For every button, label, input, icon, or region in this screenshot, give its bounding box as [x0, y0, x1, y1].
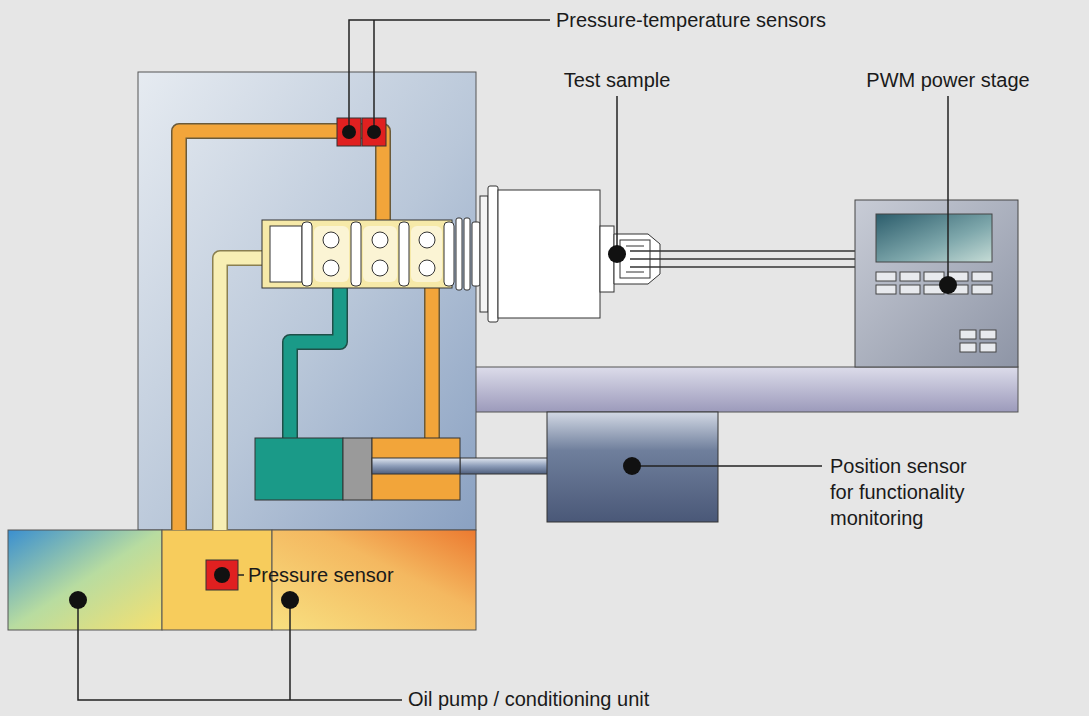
leader-line — [947, 96, 949, 285]
pwm-power-stage — [876, 214, 992, 262]
hydraulic-cylinder — [372, 458, 548, 474]
hydraulic-cylinder — [255, 438, 548, 500]
signal-wire — [630, 250, 855, 252]
leader-line — [289, 600, 291, 700]
callout-label: Oil pump / conditioning unit — [408, 686, 649, 712]
hydraulic-cylinder — [372, 458, 460, 474]
callout-dot — [281, 591, 299, 609]
solenoid-test-sample — [626, 246, 644, 247]
callout-dot — [214, 567, 230, 583]
leader-line — [78, 20, 948, 700]
pwm-power-stage — [855, 200, 1018, 367]
oil-pipe — [424, 286, 440, 440]
pwm-power-stage — [960, 343, 976, 352]
valve-spool — [464, 218, 470, 290]
hydraulic-cylinder — [372, 438, 460, 500]
leader-line — [616, 96, 618, 254]
callout-dot — [623, 457, 641, 475]
oil-pipe — [290, 286, 340, 440]
hydraulic-cylinder — [255, 438, 343, 500]
valve-spool — [419, 260, 435, 276]
callout-dot — [367, 125, 381, 139]
pwm-power-stage — [900, 285, 920, 294]
signal-wire — [630, 251, 855, 267]
solenoid-test-sample — [488, 186, 498, 322]
signal-wire — [630, 258, 855, 260]
valve-spool — [363, 226, 397, 282]
position-sensor — [547, 412, 718, 522]
oil-pump-unit — [8, 530, 162, 630]
pwm-power-stage — [900, 272, 920, 281]
leader-line — [373, 20, 375, 132]
base-rail — [470, 367, 1018, 412]
leader-line — [349, 20, 550, 132]
callout-label: Position sensor for functionality monito… — [830, 453, 990, 531]
valve-spool — [323, 260, 339, 276]
pwm-power-stage — [972, 285, 992, 294]
valve-spool — [270, 226, 302, 282]
oil-pipe — [290, 286, 340, 440]
valve-spool — [472, 222, 480, 286]
valve-spool — [323, 232, 339, 248]
manifold-block — [138, 72, 476, 530]
hydraulic-cylinder — [343, 438, 372, 500]
leader-line — [78, 600, 402, 700]
callout-dot — [342, 125, 356, 139]
valve-spool — [456, 218, 462, 290]
signal-wire — [630, 266, 855, 268]
position-sensor — [547, 412, 718, 522]
solenoid-test-sample — [480, 186, 660, 322]
oil-pipe — [179, 131, 383, 530]
valve-spool — [444, 222, 454, 286]
leader-line — [632, 465, 822, 467]
pwm-power-stage — [980, 330, 996, 339]
callout-label: PWM power stage — [866, 67, 1029, 93]
valve-spool — [419, 232, 435, 248]
valve-spool — [314, 226, 349, 282]
sensor-square — [206, 118, 386, 590]
pwm-power-stage — [980, 343, 996, 352]
callout-dot — [608, 245, 626, 263]
callout-dot — [69, 591, 87, 609]
callout-dot — [939, 276, 957, 294]
pwm-power-stage — [960, 330, 976, 339]
solenoid-test-sample — [498, 190, 600, 318]
base-rail — [470, 367, 1018, 412]
callout-label: Pressure sensor — [248, 562, 394, 588]
pwm-power-stage — [972, 272, 992, 281]
valve-spool — [262, 220, 452, 288]
valve-spool — [399, 222, 409, 286]
valve-spool — [302, 222, 312, 286]
valve-spool — [372, 232, 388, 248]
oil-pipe — [179, 131, 383, 530]
oil-pipe — [426, 286, 439, 440]
valve-spool — [262, 218, 480, 290]
valve-spool — [411, 226, 442, 282]
pwm-power-stage — [855, 200, 1018, 367]
pwm-power-stage — [876, 285, 896, 294]
sensor-square — [206, 560, 238, 590]
pwm-power-stage — [876, 272, 896, 281]
callout-dot — [69, 125, 957, 609]
solenoid-test-sample — [626, 272, 644, 273]
leader-line — [238, 574, 244, 576]
valve-spool — [372, 260, 388, 276]
manifold-block — [138, 72, 476, 530]
callout-label: Test sample — [564, 67, 671, 93]
callout-label: Pressure-temperature sensors — [556, 7, 826, 33]
solenoid-test-sample — [480, 196, 488, 312]
valve-spool — [351, 222, 361, 286]
